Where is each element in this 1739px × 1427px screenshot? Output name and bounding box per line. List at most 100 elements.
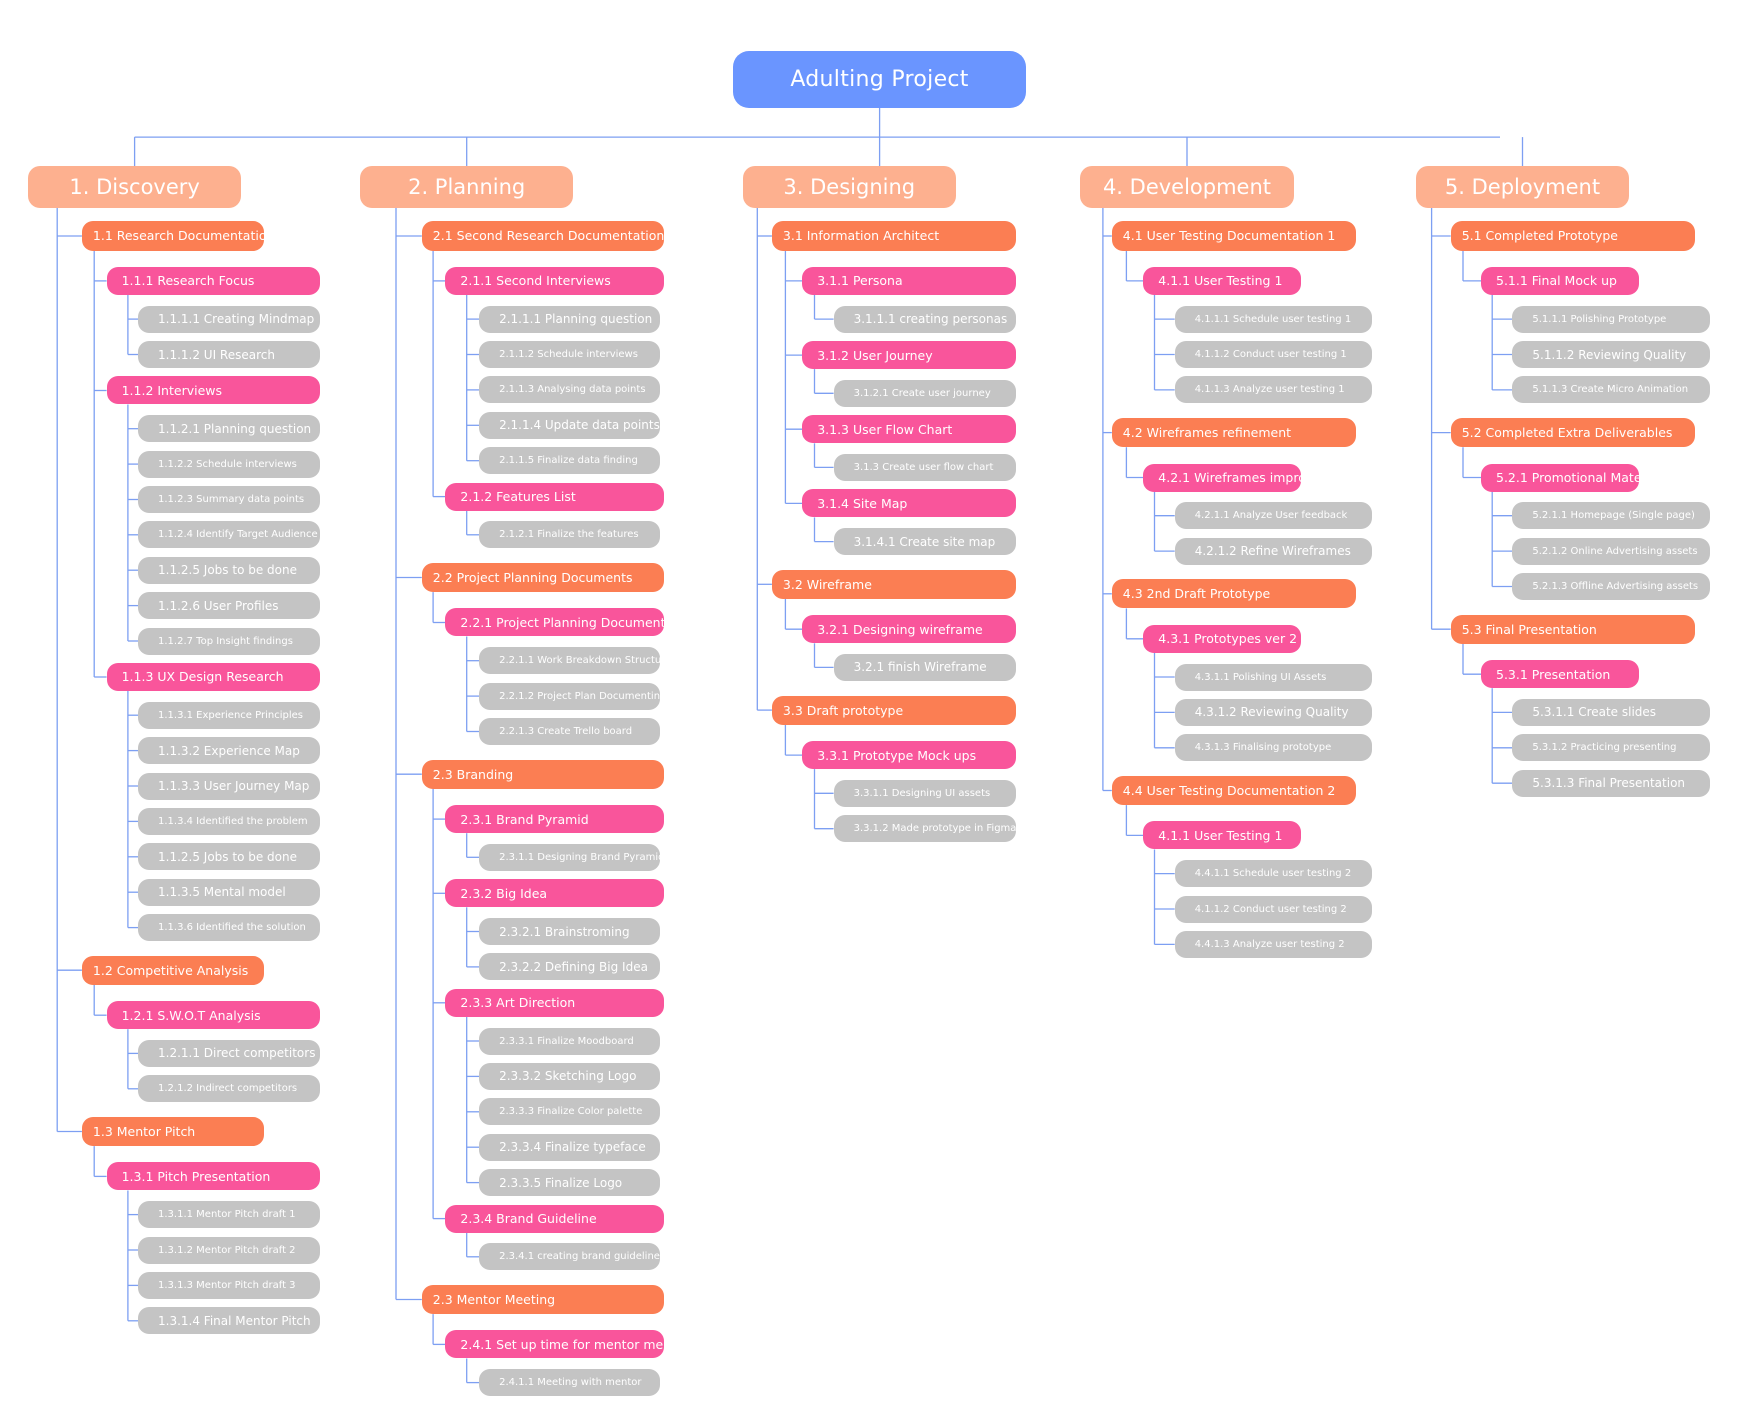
level4-node: 4.3.1.1 Polishing UI Assets bbox=[1174, 663, 1373, 691]
level4-node: 2.3.2.2 Defining Big Idea bbox=[479, 953, 660, 981]
level2-node: 2.1 Second Research Documentation bbox=[421, 221, 665, 251]
level3-node: 3.1.2 User Journey bbox=[802, 341, 1017, 370]
level4-node: 3.3.1.1 Designing UI assets bbox=[833, 779, 1017, 807]
level4-node: 3.1.1.1 creating personas bbox=[833, 305, 1017, 333]
level3-node: 2.3.1 Brand Pyramid bbox=[445, 805, 665, 834]
level3-node: 1.1.1 Research Focus bbox=[106, 266, 320, 295]
level4-node: 4.1.1.2 Conduct user testing 2 bbox=[1174, 895, 1373, 923]
level2-node: 4.4 User Testing Documentation 2 bbox=[1111, 775, 1357, 806]
level4-node: 5.1.1.1 Polishing Prototype bbox=[1512, 305, 1710, 333]
level2-node: 5.2 Completed Extra Deliverables bbox=[1450, 418, 1696, 448]
level2-node: 3.2 Wireframe bbox=[771, 569, 1017, 599]
level3-node: 4.1.1 User Testing 1 bbox=[1143, 821, 1302, 850]
level4-node: 1.2.1.1 Direct competitors bbox=[138, 1039, 320, 1067]
level4-node: 1.3.1.2 Mentor Pitch draft 2 bbox=[138, 1236, 320, 1264]
level4-node: 5.1.1.2 Reviewing Quality bbox=[1512, 341, 1710, 368]
level2-node: 1.3 Mentor Pitch bbox=[81, 1116, 264, 1147]
level3-node: 3.1.1 Persona bbox=[802, 266, 1017, 295]
level4-node: 2.3.1.1 Designing Brand Pyramid bbox=[479, 843, 660, 871]
level4-node: 3.1.2.1 Create user journey bbox=[833, 379, 1017, 407]
level4-node: 1.1.2.7 Top Insight findings bbox=[138, 627, 320, 655]
level4-node: 5.3.1.3 Final Presentation bbox=[1512, 769, 1710, 797]
level3-node: 5.2.1 Promotional Materials bbox=[1481, 463, 1640, 492]
level3-node: 1.1.3 UX Design Research bbox=[106, 662, 320, 691]
level3-node: 2.2.1 Project Planning Documents bbox=[445, 608, 665, 637]
level3-node: 2.4.1 Set up time for mentor meeting bbox=[445, 1330, 665, 1359]
level4-node: 2.2.1.2 Project Plan Documenting bbox=[479, 682, 660, 710]
level4-node: 2.3.3.2 Sketching Logo bbox=[479, 1062, 660, 1090]
level4-node: 2.1.2.1 Finalize the features bbox=[479, 521, 660, 549]
level4-node: 1.1.2.5 Jobs to be done bbox=[138, 843, 320, 871]
level4-node: 5.2.1.3 Offline Advertising assets bbox=[1512, 573, 1710, 600]
level3-node: 2.3.3 Art Direction bbox=[445, 988, 665, 1017]
level2-node: 2.3 Branding bbox=[421, 759, 665, 789]
level4-node: 5.2.1.2 Online Advertising assets bbox=[1512, 537, 1710, 565]
level4-node: 2.1.1.3 Analysing data points bbox=[479, 376, 660, 404]
level4-node: 2.3.3.4 Finalize typeface bbox=[479, 1133, 660, 1161]
level4-node: 2.3.3.1 Finalize Moodboard bbox=[479, 1027, 660, 1055]
level4-node: 1.1.2.4 Identify Target Audience bbox=[138, 521, 320, 549]
level4-node: 3.1.3 Create user flow chart bbox=[833, 453, 1017, 481]
level4-node: 2.1.1.5 Finalize data finding bbox=[479, 447, 660, 475]
level4-node: 2.4.1.1 Meeting with mentor bbox=[479, 1369, 660, 1397]
level2-node: 4.2 Wireframes refinement bbox=[1111, 418, 1357, 448]
level4-node: 4.3.1.3 Finalising prototype bbox=[1174, 734, 1373, 762]
level4-node: 1.1.3.1 Experience Principles bbox=[138, 701, 320, 729]
level2-node: 3.1 Information Architect bbox=[771, 221, 1017, 251]
phase-node: 1. Discovery bbox=[28, 166, 242, 208]
level2-node: 2.2 Project Planning Documents bbox=[421, 562, 665, 593]
level2-node: 5.1 Completed Prototype bbox=[1450, 221, 1696, 251]
phase-node: 5. Deployment bbox=[1415, 166, 1630, 208]
level4-node: 1.3.1.1 Mentor Pitch draft 1 bbox=[138, 1201, 320, 1229]
level4-node: 1.1.3.5 Mental model bbox=[138, 878, 320, 906]
level4-node: 1.2.1.2 Indirect competitors bbox=[138, 1075, 320, 1103]
level4-node: 1.3.1.3 Mentor Pitch draft 3 bbox=[138, 1271, 320, 1299]
level3-node: 3.3.1 Prototype Mock ups bbox=[802, 741, 1017, 770]
level3-node: 5.3.1 Presentation bbox=[1481, 660, 1640, 689]
level4-node: 5.3.1.2 Practicing presenting bbox=[1512, 734, 1710, 762]
level4-node: 2.1.1.1 Planning question bbox=[479, 305, 660, 333]
level2-node: 2.3 Mentor Meeting bbox=[421, 1284, 665, 1315]
level3-node: 1.1.2 Interviews bbox=[106, 376, 320, 405]
level2-node: 5.3 Final Presentation bbox=[1450, 614, 1696, 644]
level4-node: 4.2.1.2 Refine Wireframes bbox=[1174, 537, 1373, 565]
level4-node: 1.3.1.4 Final Mentor Pitch bbox=[138, 1307, 320, 1335]
level4-node: 4.1.1.2 Conduct user testing 1 bbox=[1174, 341, 1373, 368]
level4-node: 1.1.1.1 Creating Mindmap bbox=[138, 305, 320, 333]
level3-node: 1.3.1 Pitch Presentation bbox=[106, 1162, 320, 1191]
level4-node: 4.3.1.2 Reviewing Quality bbox=[1174, 698, 1373, 726]
level4-node: 2.2.1.3 Create Trello board bbox=[479, 718, 660, 745]
phase-node: 2. Planning bbox=[360, 166, 574, 208]
level4-node: 1.1.1.2 UI Research bbox=[138, 341, 320, 368]
level2-node: 3.3 Draft prototype bbox=[771, 695, 1017, 725]
level4-node: 2.1.1.4 Update data points bbox=[479, 411, 660, 439]
level4-node: 2.3.3.3 Finalize Color palette bbox=[479, 1098, 660, 1126]
level4-node: 1.1.2.3 Summary data points bbox=[138, 486, 320, 513]
level3-node: 4.1.1 User Testing 1 bbox=[1143, 266, 1302, 295]
level4-node: 2.3.3.5 Finalize Logo bbox=[479, 1169, 660, 1197]
phase-node: 4. Development bbox=[1080, 166, 1294, 208]
level4-node: 1.1.2.2 Schedule interviews bbox=[138, 450, 320, 478]
level3-node: 2.1.1 Second Interviews bbox=[445, 266, 665, 295]
level2-node: 1.1 Research Documentation bbox=[81, 221, 264, 251]
level3-node: 1.2.1 S.W.O.T Analysis bbox=[106, 1001, 320, 1030]
level4-node: 1.1.2.5 Jobs to be done bbox=[138, 556, 320, 584]
level4-node: 1.1.2.6 User Profiles bbox=[138, 592, 320, 620]
level4-node: 5.1.1.3 Create Micro Animation bbox=[1512, 376, 1710, 404]
level3-node: 3.2.1 Designing wireframe bbox=[802, 615, 1017, 644]
level4-node: 3.2.1 finish Wireframe bbox=[833, 653, 1017, 681]
level3-node: 3.1.3 User Flow Chart bbox=[802, 415, 1017, 444]
level4-node: 1.1.3.3 User Journey Map bbox=[138, 772, 320, 800]
level3-node: 2.3.2 Big Idea bbox=[445, 879, 665, 908]
level3-node: 2.1.2 Features List bbox=[445, 482, 665, 511]
level3-node: 5.1.1 Final Mock up bbox=[1481, 266, 1640, 295]
level4-node: 3.3.1.2 Made prototype in Figma bbox=[833, 815, 1017, 843]
level4-node: 4.2.1.1 Analyze User feedback bbox=[1174, 502, 1373, 530]
level4-node: 4.4.1.3 Analyze user testing 2 bbox=[1174, 930, 1373, 958]
level4-node: 5.2.1.1 Homepage (Single page) bbox=[1512, 502, 1710, 530]
level4-node: 2.3.4.1 creating brand guideline bbox=[479, 1243, 660, 1271]
level4-node: 4.1.1.3 Analyze user testing 1 bbox=[1174, 376, 1373, 404]
level3-node: 4.2.1 Wireframes improvement bbox=[1143, 463, 1302, 492]
level4-node: 2.1.1.2 Schedule interviews bbox=[479, 341, 660, 368]
